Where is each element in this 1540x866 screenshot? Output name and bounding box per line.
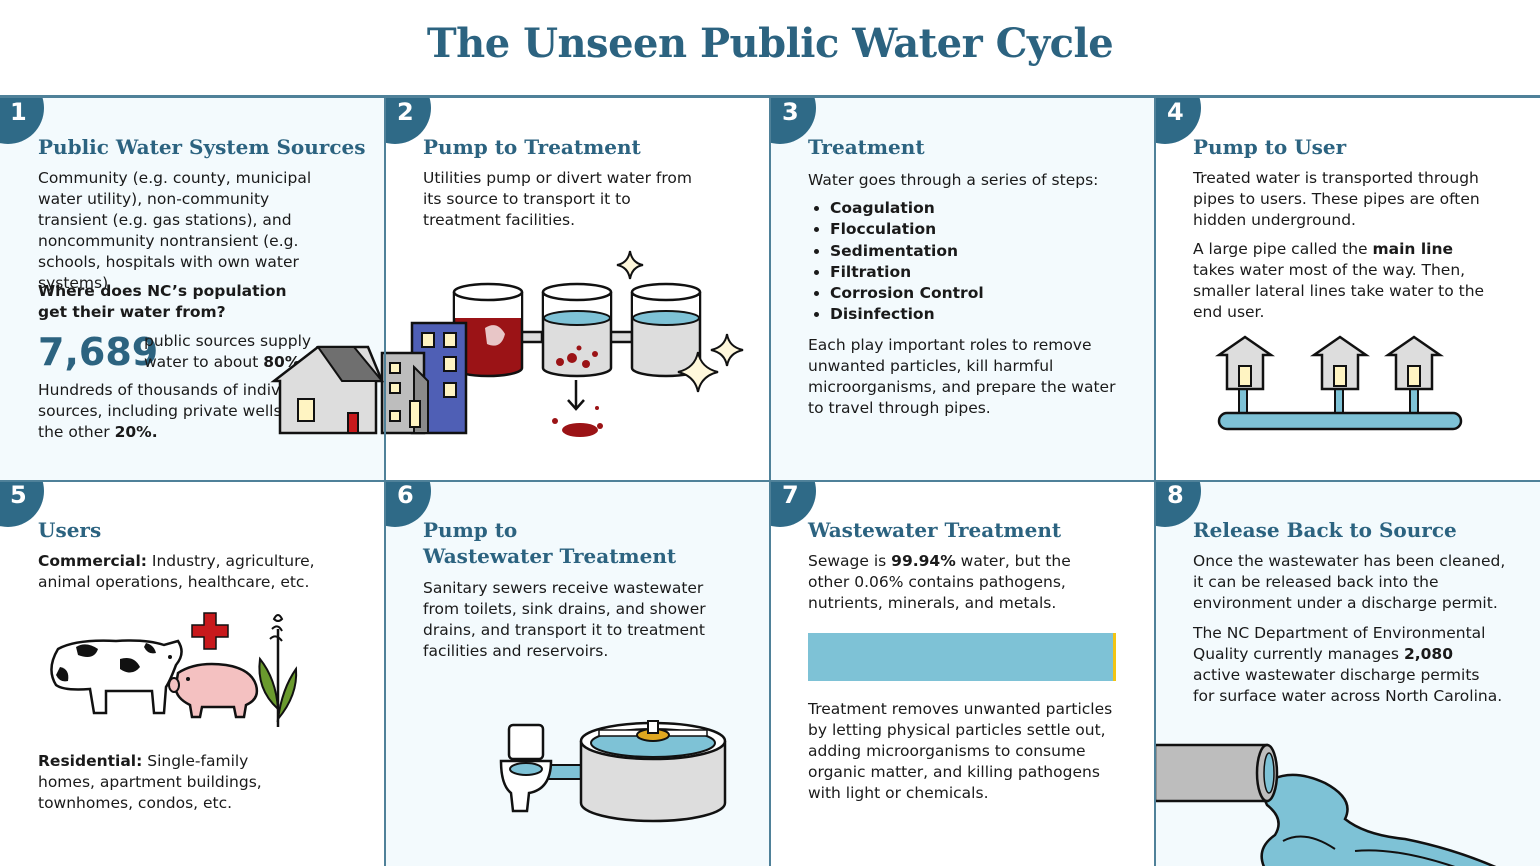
panel-text-2: A large pipe called the main line takes …	[1193, 240, 1485, 321]
panel-footer-text: Hundreds of thousands of individual sour…	[38, 381, 335, 441]
panel-intro: Water goes through a series of steps:	[808, 171, 1099, 189]
panel-text: Once the wastewater has been cleaned, it…	[1193, 552, 1506, 612]
water-share-fill	[808, 633, 1113, 681]
panel-text: Sanitary sewers receive wastewater from …	[423, 579, 706, 660]
treatment-tanks-icon	[452, 250, 744, 437]
panel-text: Treated water is transported through pip…	[1193, 169, 1480, 229]
panel-title: Wastewater Treatment	[808, 518, 1062, 542]
list-item: Disinfection	[830, 304, 1128, 325]
treatment-steps-list: Coagulation Flocculation Sedimentation F…	[808, 198, 1128, 326]
outflow-pipe-icon	[1155, 743, 1497, 866]
buildings-icon	[270, 321, 468, 435]
header-divider	[0, 95, 1540, 98]
list-item: Sedimentation	[830, 241, 1128, 262]
panel-title: Users	[38, 518, 102, 542]
list-item: Filtration	[830, 262, 1128, 283]
house-pipes-icon	[1214, 335, 1463, 431]
grid-divider	[384, 98, 386, 866]
panel-question: Where does NC’s population get their wat…	[38, 282, 287, 321]
residential-text: Residential: Single-family homes, apartm…	[38, 752, 262, 812]
panel-title: Pump to Treatment	[423, 135, 641, 159]
panel-title: Public Water System Sources	[38, 135, 366, 159]
panel-text: Community (e.g. county, municipal water …	[38, 169, 312, 292]
step-badge: 5	[0, 481, 44, 527]
panel-title: Pump to User	[1193, 135, 1347, 159]
panel-text-2: The NC Department of Environmental Quali…	[1193, 624, 1503, 705]
grid-divider	[769, 98, 771, 866]
grid-divider	[1154, 98, 1156, 866]
panel-text: Sewage is 99.94% water, but the other 0.…	[808, 552, 1071, 612]
wastewater-tank-icon	[499, 720, 727, 823]
panel-users: 5 Users Commercial: Industry, agricultur…	[0, 481, 385, 866]
panel-title: Release Back to Source	[1193, 518, 1457, 542]
farm-animals-icon	[50, 612, 298, 727]
panel-title: Treatment	[808, 135, 925, 159]
list-item: Corrosion Control	[830, 283, 1128, 304]
panel-pump-user: 4 Pump to User Treated water is transpor…	[1155, 98, 1540, 481]
panel-wastewater-treatment: 7 Wastewater Treatment Sewage is 99.94% …	[770, 481, 1155, 866]
commercial-text: Commercial: Industry, agriculture, anima…	[38, 552, 315, 591]
water-share-bar	[808, 633, 1116, 681]
panel-text: Utilities pump or divert water from its …	[423, 169, 692, 229]
page-title: The Unseen Public Water Cycle	[426, 20, 1114, 67]
panel-text-2: Treatment removes unwanted particles by …	[808, 700, 1113, 802]
panel-grid: 1 Public Water System Sources Community …	[0, 98, 1540, 866]
panel-release: 8 Release Back to Source Once the wastew…	[1155, 481, 1540, 866]
panel-treatment: 3 Treatment Water goes through a series …	[770, 98, 1155, 481]
grid-divider	[0, 480, 1540, 482]
panel-outro: Each play important roles to remove unwa…	[808, 336, 1116, 417]
stat-value: 7,689	[38, 330, 159, 374]
list-item: Flocculation	[830, 219, 1128, 240]
list-item: Coagulation	[830, 198, 1128, 219]
